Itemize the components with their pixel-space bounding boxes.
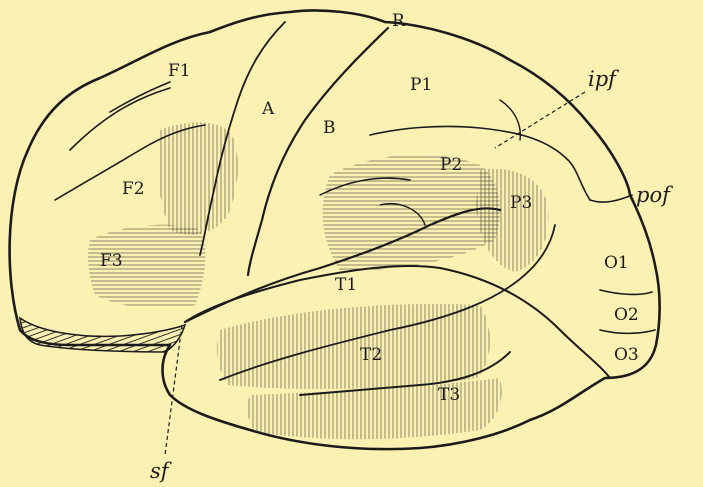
label-p2: P2: [440, 155, 462, 175]
superior-frontal-sulcus: [70, 88, 170, 150]
label-ipf: ipf: [588, 67, 619, 91]
label-p1: P1: [410, 75, 432, 95]
label-o3: O3: [614, 345, 639, 365]
area-f2-shading: [158, 122, 238, 235]
label-t1: T1: [335, 275, 357, 295]
label-t2: T2: [360, 345, 382, 365]
frontal-underside-shading: [20, 318, 185, 352]
parieto-occipital-sulcus: [590, 195, 632, 202]
occipital-sulcus-1: [600, 290, 652, 294]
label-t3: T3: [438, 385, 460, 405]
label-b: B: [323, 118, 336, 138]
area-t1-shading: [323, 155, 500, 270]
label-o2: O2: [614, 305, 639, 325]
area-p3-shading: [476, 169, 549, 272]
label-o1: O1: [604, 253, 629, 273]
label-r: R: [392, 11, 406, 31]
label-f1: F1: [168, 61, 191, 81]
label-pof: pof: [636, 183, 673, 207]
label-f2: F2: [122, 179, 145, 199]
label-p3: P3: [510, 193, 532, 213]
occipital-sulcus-2: [600, 330, 655, 333]
frontal-groove: [110, 82, 170, 112]
area-t2-shading: [217, 304, 490, 389]
label-f3: F3: [100, 251, 123, 271]
label-a: A: [261, 99, 275, 119]
label-sf: sf: [150, 459, 172, 483]
ipf-leader-line: [495, 92, 585, 148]
